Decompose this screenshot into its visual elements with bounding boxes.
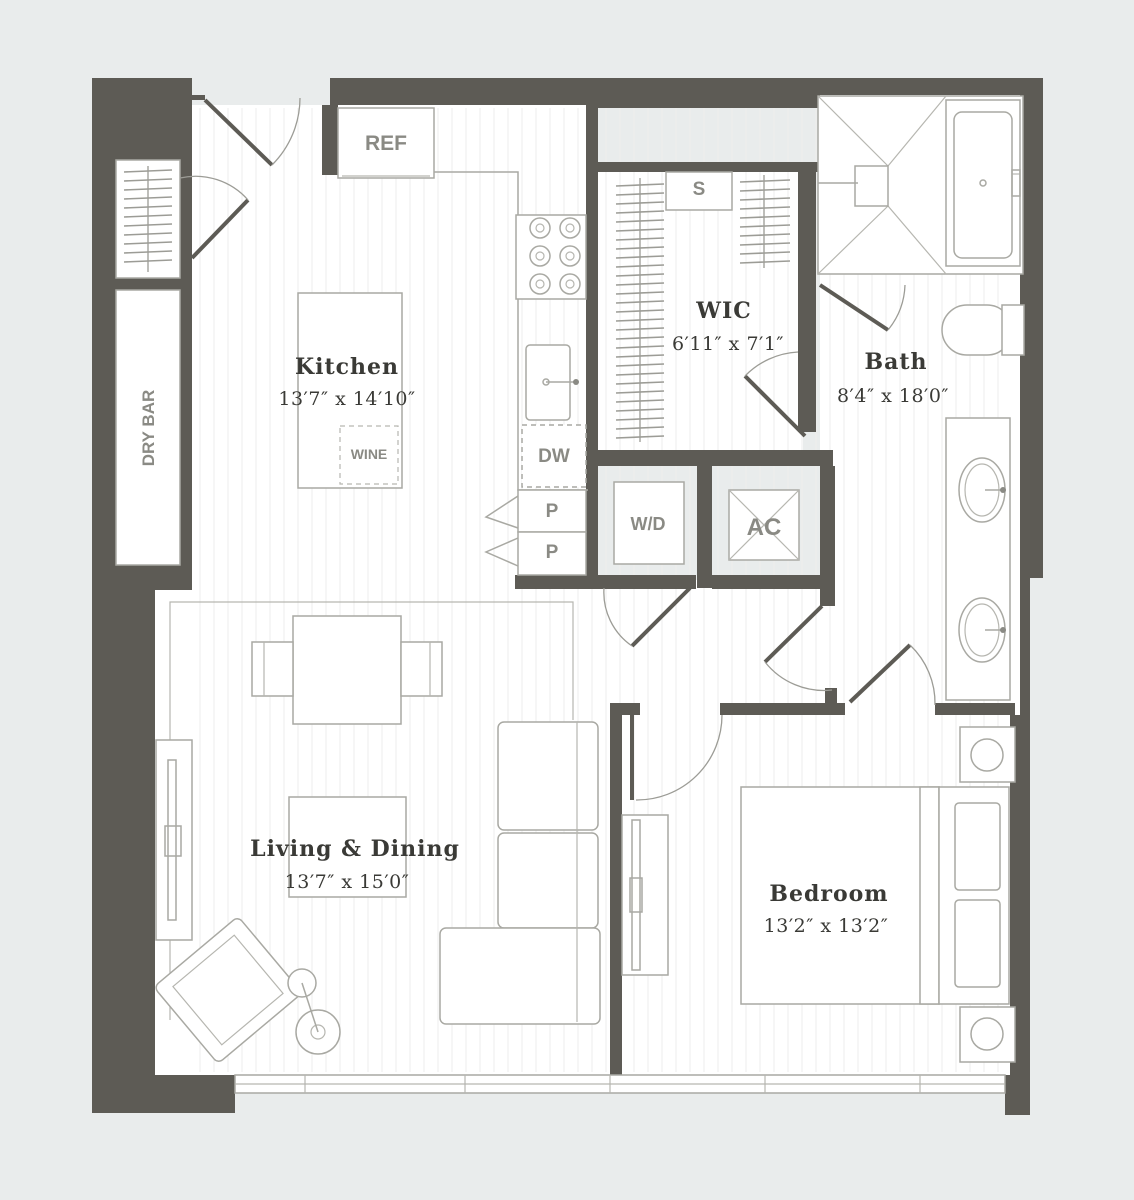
hanger: [615, 345, 665, 349]
hanger: [615, 255, 665, 259]
hanger: [123, 178, 173, 182]
ac-label: AC: [747, 514, 782, 541]
hanger: [739, 233, 791, 237]
hanger: [615, 282, 665, 286]
hanger: [123, 169, 173, 173]
hanger: [615, 417, 665, 421]
hanger: [615, 273, 665, 277]
bedroom-name: Bedroom: [769, 881, 888, 907]
hanger: [123, 205, 173, 209]
hanger: [615, 327, 665, 331]
hanger: [615, 435, 665, 439]
hanger: [615, 426, 665, 430]
hanger: [739, 224, 791, 228]
burner-icon: [529, 217, 551, 239]
hanger: [123, 187, 173, 191]
hanger: [615, 336, 665, 340]
living-dining-dims: 13′7″ x 15′0″: [285, 871, 410, 893]
hanger: [123, 232, 173, 236]
hanger: [615, 201, 665, 205]
hanger: [123, 259, 173, 263]
walk-in-closet: S: [615, 171, 807, 442]
hanger: [615, 264, 665, 268]
hanger: [739, 206, 791, 210]
living-dining-name: Living & Dining: [250, 836, 460, 862]
pantry-2-label: P: [546, 542, 559, 563]
wd-label: W/D: [631, 514, 666, 534]
dishwasher: DW: [521, 424, 587, 488]
hanger: [739, 260, 791, 264]
hanger: [615, 237, 665, 241]
hanger: [615, 219, 665, 223]
wic-shelf-label: S: [693, 179, 706, 200]
hanger: [615, 210, 665, 214]
hanger: [615, 354, 665, 358]
bath-name: Bath: [864, 349, 927, 375]
wine-label: WINE: [351, 446, 388, 462]
cooktop: [515, 214, 587, 300]
window-strip: [234, 1074, 1006, 1094]
hanger: [615, 381, 665, 385]
coat-closet: [115, 159, 250, 279]
living-dining-furniture: [155, 601, 601, 1062]
hanger: [615, 228, 665, 232]
kitchen-dims: 13′7″ x 14′10″: [278, 388, 415, 410]
ref-label: REF: [365, 132, 407, 155]
burner-icon: [529, 245, 551, 267]
burner-icon: [559, 245, 581, 267]
wic-dims: 6′11″ x 7′1″: [672, 333, 784, 355]
hanger: [615, 399, 665, 403]
hanger: [615, 363, 665, 367]
wic-name: WIC: [695, 298, 752, 324]
hanger: [615, 192, 665, 196]
hanger: [123, 214, 173, 218]
hanger: [739, 242, 791, 246]
ac-closet: AC: [728, 489, 833, 692]
laundry-closet: W/D: [603, 481, 692, 648]
room-labels: Kitchen 13′7″ x 14′10″ WIC 6′11″ x 7′1″ …: [250, 298, 949, 937]
hanger: [123, 196, 173, 200]
hanger: [123, 241, 173, 245]
dw-label: DW: [538, 446, 570, 467]
hanger: [615, 372, 665, 376]
kitchen-name: Kitchen: [295, 354, 399, 380]
kitchen-sink: [525, 344, 579, 421]
entry-door: [203, 97, 301, 167]
burner-icon: [559, 273, 581, 295]
hanger: [739, 251, 791, 255]
bath-dims: 8′4″ x 18′0″: [837, 385, 949, 407]
hanger: [123, 250, 173, 254]
hanger: [615, 309, 665, 313]
hanger: [615, 318, 665, 322]
hanger: [739, 215, 791, 219]
pantry-cabinets: P P: [484, 489, 587, 576]
pantry-1-label: P: [546, 501, 559, 522]
hanger: [739, 179, 791, 183]
hanger: [739, 188, 791, 192]
dry-bar: DRY BAR: [115, 289, 181, 566]
hanger: [615, 408, 665, 412]
dry-bar-label: DRY BAR: [139, 390, 158, 467]
hanger: [615, 246, 665, 250]
bedroom-furniture: [621, 714, 1016, 1063]
hanger: [615, 291, 665, 295]
hanger: [615, 183, 665, 187]
hanger: [739, 197, 791, 201]
burner-icon: [529, 273, 551, 295]
bedroom-dims: 13′2″ x 13′2″: [764, 915, 889, 937]
burner-icon: [559, 217, 581, 239]
hanger: [615, 300, 665, 304]
bath-fixtures: [817, 95, 1025, 706]
kitchen-island: WINE: [297, 292, 403, 489]
interior-walls: [180, 105, 1015, 1078]
hanger: [615, 390, 665, 394]
hanger: [123, 223, 173, 227]
